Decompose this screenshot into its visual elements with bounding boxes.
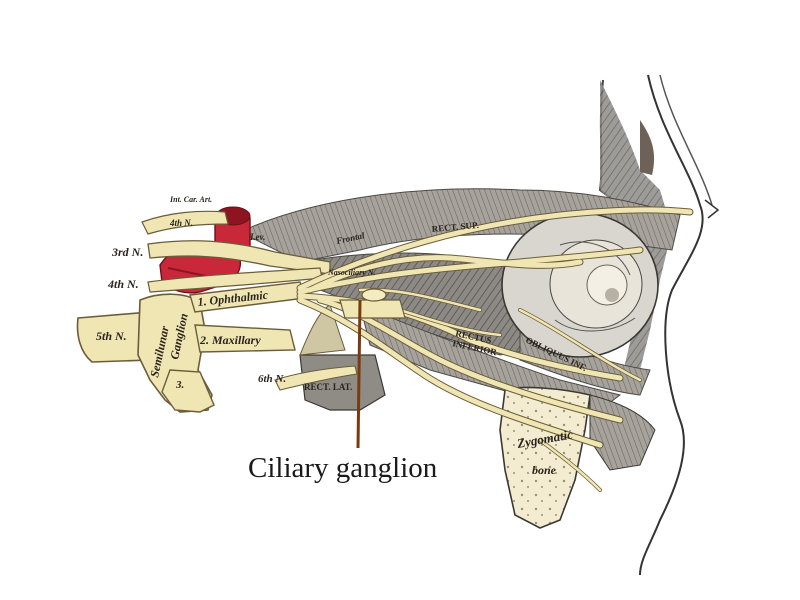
label-artery: Int. Car. Art. xyxy=(169,195,212,204)
label-mandibular-num: 3. xyxy=(175,379,184,391)
cranial-nerves xyxy=(141,210,358,391)
trigeminal-nerve xyxy=(76,281,306,413)
label-3rd-nerve: 3rd N. xyxy=(111,245,143,259)
label-rect-lat: RECT. LAT. xyxy=(304,382,352,392)
label-4th-nerve: 4th N. xyxy=(107,277,139,291)
ciliary-ganglion xyxy=(339,288,406,319)
ciliary-ganglion-pointer xyxy=(356,299,362,449)
label-levator: Lev. xyxy=(249,232,265,242)
eyeball xyxy=(501,212,659,358)
label-maxillary: 2. Maxillary xyxy=(199,333,261,347)
label-4th-nerve-top: 4th N. xyxy=(169,218,193,228)
label-5th-nerve: 5th N. xyxy=(96,329,127,343)
label-bone: bone xyxy=(532,463,557,477)
label-6th-nerve: 6th N. xyxy=(258,373,286,385)
diagram-caption: Ciliary ganglion xyxy=(248,452,438,484)
label-rect-sup: RECT. SUP. xyxy=(431,220,479,234)
label-nasociliary: Nasociliary N. xyxy=(327,268,376,277)
